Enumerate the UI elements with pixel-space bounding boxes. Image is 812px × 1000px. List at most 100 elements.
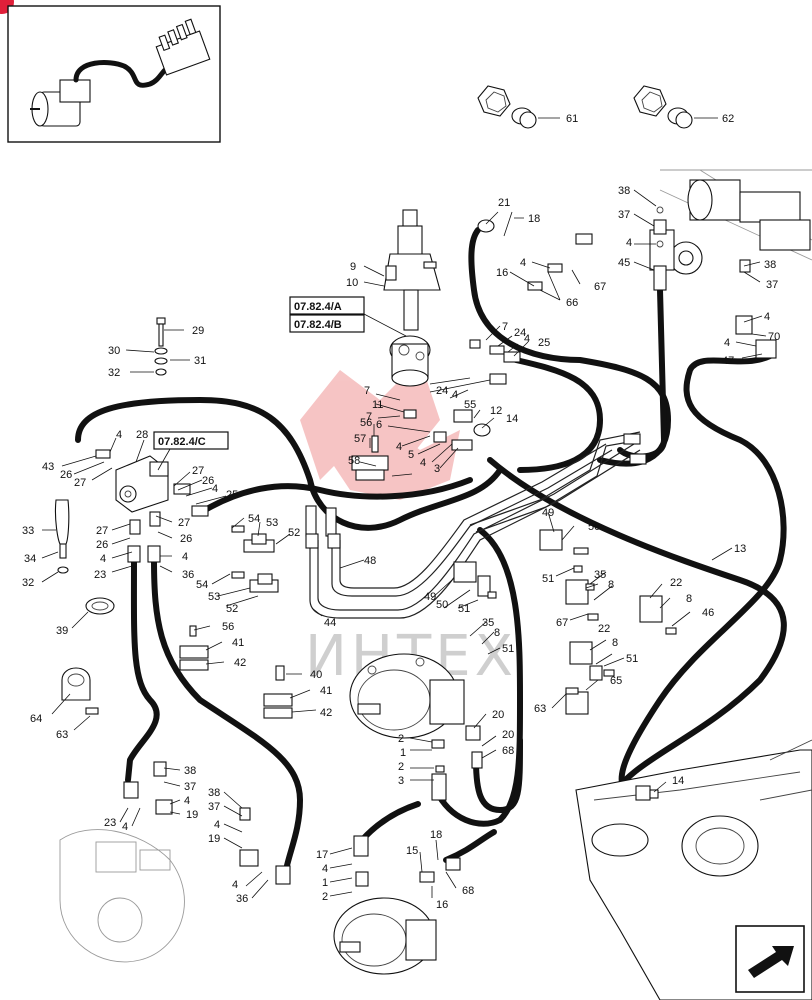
label-31: 31 bbox=[194, 355, 206, 367]
label-7: 7 bbox=[502, 321, 508, 333]
label-4: 4 bbox=[626, 237, 632, 249]
label-52: 52 bbox=[226, 603, 238, 615]
hose-25-lower bbox=[202, 477, 473, 513]
main-pump-icon[interactable] bbox=[349, 653, 465, 739]
label-53: 53 bbox=[266, 517, 278, 529]
label-27: 27 bbox=[74, 477, 86, 489]
label-18: 18 bbox=[528, 213, 540, 225]
fitting-61-icon bbox=[477, 85, 537, 129]
lower-pump-icon[interactable] bbox=[333, 897, 437, 975]
label-4: 4 bbox=[322, 863, 328, 875]
label-4: 4 bbox=[764, 311, 770, 323]
relief-valve-28-icon[interactable] bbox=[115, 455, 169, 513]
label-51: 51 bbox=[542, 573, 554, 585]
svg-text:07.82.4/C: 07.82.4/C bbox=[158, 436, 206, 448]
label-36: 36 bbox=[236, 893, 248, 905]
thumbnail-inset[interactable] bbox=[7, 5, 221, 143]
label-25: 25 bbox=[538, 337, 550, 349]
label-35: 35 bbox=[482, 617, 494, 629]
label-38: 38 bbox=[618, 185, 630, 197]
label-58: 58 bbox=[348, 455, 360, 467]
label-8: 8 bbox=[494, 627, 500, 639]
label-20: 20 bbox=[492, 709, 504, 721]
label-39: 39 bbox=[56, 625, 68, 637]
label-51: 51 bbox=[626, 653, 638, 665]
label-34: 34 bbox=[24, 553, 36, 565]
label-61: 61 bbox=[566, 113, 578, 125]
label-45: 45 bbox=[618, 257, 630, 269]
label-57: 57 bbox=[354, 433, 366, 445]
label-27: 27 bbox=[96, 525, 108, 537]
label-36: 36 bbox=[182, 569, 194, 581]
label-20: 20 bbox=[502, 729, 514, 741]
ref-box-c[interactable]: 07.82.4/C bbox=[153, 431, 229, 450]
label-4: 4 bbox=[116, 429, 122, 441]
label-4: 4 bbox=[524, 333, 530, 345]
machine-housing-top-right bbox=[649, 169, 812, 275]
label-26: 26 bbox=[60, 469, 72, 481]
ref-box-a[interactable]: 07.82.4/A bbox=[289, 296, 365, 315]
label-16: 16 bbox=[436, 899, 448, 911]
motor-bottom-left bbox=[59, 829, 185, 963]
leader-lines bbox=[41, 117, 767, 899]
svg-text:07.82.4/A: 07.82.4/A bbox=[294, 301, 342, 313]
label-40: 40 bbox=[310, 669, 322, 681]
label-54: 54 bbox=[248, 513, 260, 525]
label-46: 46 bbox=[702, 607, 714, 619]
steering-unit-icon[interactable] bbox=[383, 209, 441, 387]
clamp-set-upper-icon bbox=[179, 455, 663, 719]
label-50: 50 bbox=[436, 599, 448, 611]
label-51: 51 bbox=[458, 603, 470, 615]
label-53: 53 bbox=[208, 591, 220, 603]
nav-arrow-icon[interactable] bbox=[735, 925, 805, 993]
label-4: 4 bbox=[520, 257, 526, 269]
label-32: 32 bbox=[22, 577, 34, 589]
label-38: 38 bbox=[184, 765, 196, 777]
label-4: 4 bbox=[122, 821, 128, 833]
label-5: 5 bbox=[408, 449, 414, 461]
label-24: 24 bbox=[436, 385, 448, 397]
label-41: 41 bbox=[320, 685, 332, 697]
label-56: 56 bbox=[222, 621, 234, 633]
ref-box-b[interactable]: 07.82.4/B bbox=[289, 314, 365, 333]
label-14: 14 bbox=[672, 775, 684, 787]
label-35: 35 bbox=[594, 569, 606, 581]
label-47: 47 bbox=[722, 355, 734, 367]
label-21: 21 bbox=[498, 197, 510, 209]
svg-text:07.82.4/B: 07.82.4/B bbox=[294, 319, 342, 331]
hose-68-lower bbox=[443, 829, 497, 863]
label-67: 67 bbox=[556, 617, 568, 629]
label-30: 30 bbox=[108, 345, 120, 357]
label-55: 55 bbox=[464, 399, 476, 411]
label-66: 66 bbox=[566, 297, 578, 309]
label-10: 10 bbox=[346, 277, 358, 289]
label-48: 48 bbox=[364, 555, 376, 567]
label-4: 4 bbox=[232, 879, 238, 891]
label-32: 32 bbox=[108, 367, 120, 379]
hose-45 bbox=[617, 287, 667, 460]
label-28: 28 bbox=[136, 429, 148, 441]
small-fittings bbox=[95, 206, 777, 887]
label-43: 43 bbox=[42, 461, 54, 473]
clamp-39-icon bbox=[85, 597, 115, 615]
label-8: 8 bbox=[612, 637, 618, 649]
label-22: 22 bbox=[598, 623, 610, 635]
label-4: 4 bbox=[182, 551, 188, 563]
handle-33-icon bbox=[54, 499, 70, 574]
label-70: 70 bbox=[768, 331, 780, 343]
label-8: 8 bbox=[608, 579, 614, 591]
label-63: 63 bbox=[56, 729, 68, 741]
label-19: 19 bbox=[208, 833, 220, 845]
label-4: 4 bbox=[396, 441, 402, 453]
hose-17 bbox=[359, 801, 421, 843]
label-4: 4 bbox=[214, 819, 220, 831]
label-14: 14 bbox=[506, 413, 518, 425]
hose-group bbox=[75, 227, 787, 873]
label-7: 7 bbox=[366, 411, 372, 423]
hose-13 bbox=[487, 457, 787, 803]
hose-47 bbox=[618, 353, 787, 799]
label-4: 4 bbox=[420, 457, 426, 469]
label-37: 37 bbox=[766, 279, 778, 291]
label-4: 4 bbox=[452, 389, 458, 401]
label-68: 68 bbox=[502, 745, 514, 757]
